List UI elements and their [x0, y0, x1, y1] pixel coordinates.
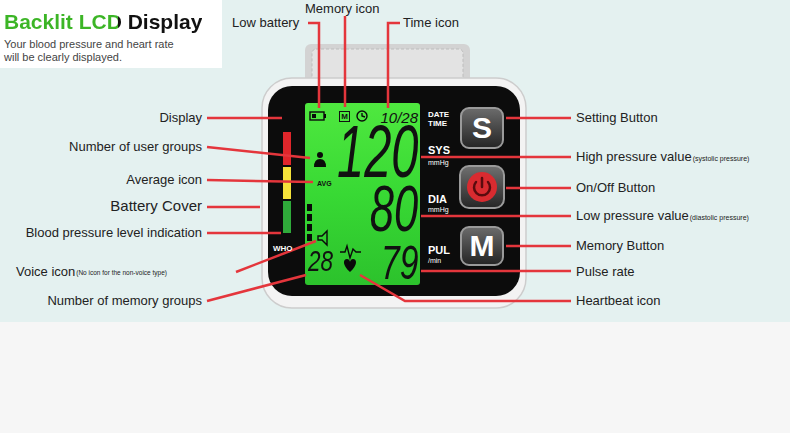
callout-label: Low battery [232, 15, 299, 31]
panel-marking: PUL [428, 245, 450, 256]
memory-group-readout: 28 [308, 246, 333, 276]
monitor-housing-part [268, 86, 520, 296]
leader-lines-part [207, 275, 306, 301]
leader-lines-part [421, 156, 571, 159]
who-marking: WHO [273, 245, 293, 253]
callout-label: Average icon [126, 172, 202, 188]
lcd-icons-part [307, 224, 312, 231]
monitor-housing-part [262, 78, 526, 308]
callout-label: Battery Cover [110, 197, 202, 215]
callout-label: Memory Button [576, 238, 664, 254]
leader-lines-part [421, 215, 571, 218]
power-button [460, 166, 504, 208]
callout-label: Number of user groups [69, 139, 202, 155]
average-icon: AVG [317, 180, 332, 187]
unit-marking: /min [428, 257, 441, 264]
leader-lines-part [421, 270, 571, 273]
lcd-display: M10/28120807928AVG [305, 103, 420, 285]
diastolic-readout: 80 [370, 177, 418, 241]
leader-lines-part [506, 117, 571, 120]
leader-lines-part [207, 206, 260, 209]
monitor-housing [262, 78, 526, 308]
page-title: Backlit LCD Display [4, 9, 202, 34]
level-color-bar-part [283, 201, 291, 233]
leader-lines-part [207, 147, 310, 158]
level-color-bar-part [283, 132, 291, 165]
callout-label: Voice icon [16, 264, 75, 280]
panel-marking: DATE TIME [428, 110, 454, 128]
callout-label: Memory icon [305, 1, 379, 17]
leader-lines-part [506, 187, 571, 190]
callout-note: (No icon for the non-voice type) [76, 269, 167, 277]
lcd-icons-part [324, 114, 326, 118]
background-part [0, 0, 222, 68]
lcd-icons-part [307, 214, 312, 221]
leader-lines-part [506, 245, 571, 248]
leader-lines-part [236, 241, 316, 272]
lcd-icons-part [307, 234, 312, 241]
callout-label: Display [159, 110, 202, 126]
callout-label: On/Off Button [576, 180, 655, 196]
unit-marking: mmHg [428, 159, 449, 166]
callout-note: (systolic pressure) [693, 155, 750, 163]
memory-button: M [460, 226, 504, 266]
callout-label: Pulse rate [576, 264, 635, 280]
leader-lines-part [207, 180, 313, 182]
setting-button: S [460, 107, 504, 149]
lcd-icons-part [312, 114, 316, 118]
power-button-part [467, 172, 497, 202]
unit-marking: mmHg [428, 206, 449, 213]
page-caption: Your blood pressure and heart rate will … [4, 38, 190, 64]
level-color-bar-part [283, 167, 291, 199]
setting-button-letter: S [462, 109, 502, 147]
panel-marking: DIA [428, 194, 447, 205]
leader-lines-part [308, 23, 319, 108]
lcd-icons-part [310, 112, 324, 120]
callout-label: Setting Button [576, 110, 658, 126]
lcd-icons-part [317, 152, 323, 158]
callout-label: Number of memory groups [47, 293, 202, 309]
lcd-icons-part [307, 204, 312, 211]
callout-note: (diastolic pressure) [690, 214, 749, 222]
memory-button-letter: M [462, 228, 502, 264]
power-button-part [460, 166, 504, 208]
lcd-icons-part [344, 259, 356, 272]
callout-label: Low pressure value [576, 208, 689, 224]
leader-lines-part [207, 232, 281, 235]
callout-label: Blood pressure level indication [26, 225, 202, 241]
pulse-readout: 79 [381, 239, 418, 287]
lcd-icons-part [340, 246, 361, 258]
power-button-part [481, 178, 484, 187]
panel-marking: SYS [428, 145, 450, 156]
leader-lines-part [207, 117, 282, 120]
lcd-icons-part [318, 231, 327, 245]
callout-label: Time icon [403, 15, 459, 31]
leader-lines [207, 16, 571, 301]
callout-label: High pressure value [576, 149, 692, 165]
background-part [0, 322, 790, 433]
callout-label: Heartbeat icon [576, 293, 661, 309]
leader-lines-part [388, 23, 400, 108]
lcd-icons-part [314, 159, 326, 167]
leader-lines-part [344, 16, 347, 107]
background-part [0, 0, 790, 322]
